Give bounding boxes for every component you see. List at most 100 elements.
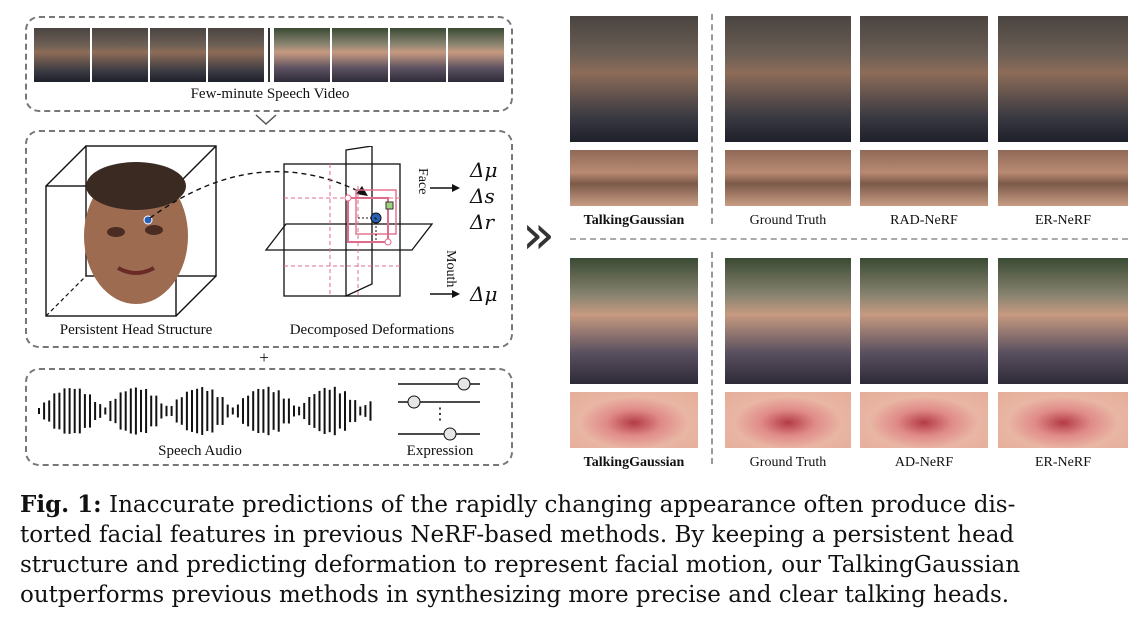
waveform-bar [160, 403, 163, 419]
waveform-bar [150, 395, 153, 427]
top-face-talkinggaussian [570, 16, 698, 142]
waveform-bar [104, 407, 107, 415]
top-label-talkinggaussian: TalkingGaussian [583, 213, 685, 228]
waveform-bar [369, 401, 372, 421]
mouth-label: Mouth [443, 250, 458, 288]
video-label: Few-minute Speech Video [190, 86, 350, 102]
waveform-bar [206, 390, 209, 432]
video-frame-man-4 [208, 28, 264, 82]
chevron-down-icon [255, 114, 277, 126]
waveform-bar [145, 388, 148, 434]
caption-line-4: outperforms previous methods in synthesi… [20, 582, 1010, 608]
waveform-bar [124, 391, 127, 431]
caption-line-1-text: Inaccurate predictions of the rapidly ch… [101, 492, 1016, 518]
plus-sign: + [259, 348, 269, 367]
waveform-bar [282, 398, 285, 424]
waveform-bar [99, 404, 102, 418]
video-frame-man-2 [92, 28, 148, 82]
waveform-bar [344, 391, 346, 431]
waveform-bar [201, 387, 204, 435]
video-frame-woman-1 [274, 28, 330, 82]
waveform-bar [354, 400, 357, 422]
waveform-bar [94, 401, 97, 421]
waveform-bar [175, 399, 178, 423]
caption-prefix: Fig. 1: [20, 491, 102, 518]
top-face-ground-truth [725, 16, 851, 142]
face-label: Face [415, 168, 430, 195]
bottom-face-er-nerf [998, 258, 1128, 384]
video-divider [268, 28, 270, 82]
top-crop-rad-nerf [860, 150, 988, 206]
waveform-bar [303, 402, 306, 420]
bottom-face-ground-truth [725, 258, 851, 384]
bottom-face-ad-nerf [860, 258, 988, 384]
bottom-crop-ground-truth [725, 392, 851, 448]
waveform-bar [364, 405, 367, 417]
waveform-bar [257, 388, 260, 434]
top-crop-ground-truth [725, 150, 851, 206]
deformations-label: Decomposed Deformations [289, 322, 455, 338]
waveform-bar [252, 391, 255, 431]
waveform-bar [298, 406, 301, 416]
waveform-bar [170, 406, 173, 416]
audio-box [25, 368, 513, 466]
waveform-bar [221, 397, 224, 425]
head-structure-diagram [45, 145, 217, 317]
column-divider-bottom [711, 252, 713, 464]
waveform-bar [38, 408, 40, 414]
bottom-label-er-nerf: ER-NeRF [1035, 455, 1091, 470]
bottom-label-talkinggaussian: TalkingGaussian [583, 455, 685, 470]
waveform-bar [333, 386, 336, 436]
caption-line-1: Fig. 1: Inaccurate predictions of the ra… [20, 490, 1130, 520]
top-label-ground-truth: Ground Truth [749, 213, 827, 228]
speech-waveform [38, 386, 372, 436]
row-divider [570, 238, 1128, 240]
bottom-label-ad-nerf: AD-NeRF [894, 455, 954, 470]
video-frame-man-1 [34, 28, 90, 82]
waveform-bar [73, 388, 76, 434]
top-face-rad-nerf [860, 16, 988, 142]
waveform-bar [43, 402, 46, 420]
double-chevron-right-icon: » [522, 203, 556, 266]
waveform-bar [277, 390, 280, 432]
top-crop-talkinggaussian [570, 150, 698, 206]
video-frame-man-3 [150, 28, 206, 82]
waveform-bar [262, 389, 265, 433]
caption-line-3: structure and predicting deformation to … [20, 552, 1021, 578]
mouth-delta-mu: Δμ [470, 282, 498, 306]
waveform-bar [185, 391, 188, 431]
waveform-bar [140, 389, 142, 433]
waveform-bar [180, 397, 183, 425]
waveform-bar [267, 386, 270, 436]
head-structure-label: Persistent Head Structure [59, 322, 213, 338]
waveform-bar [349, 399, 352, 423]
waveform-bar [226, 404, 229, 418]
waveform-bar [293, 405, 295, 417]
waveform-bar [63, 388, 66, 434]
waveform-bar [134, 387, 137, 435]
waveform-bar [338, 393, 341, 429]
bottom-crop-ad-nerf [860, 392, 988, 448]
waveform-bar [191, 390, 193, 432]
top-label-er-nerf: ER-NeRF [1035, 213, 1091, 228]
bottom-face-talkinggaussian [570, 258, 698, 384]
waveform-bar [68, 388, 71, 434]
top-crop-er-nerf [998, 150, 1128, 206]
waveform-bar [236, 404, 239, 418]
waveform-bar [359, 406, 362, 416]
waveform-bar [129, 388, 132, 434]
waveform-bar [78, 388, 81, 434]
mapping-arrow [149, 170, 369, 219]
waveform-bar [48, 400, 51, 422]
deformation-box [25, 130, 513, 348]
waveform-bar [114, 398, 117, 424]
video-frame-woman-2 [332, 28, 388, 82]
figure-caption: Fig. 1: Inaccurate predictions of the ra… [20, 490, 1130, 610]
waveform-bar [53, 393, 56, 429]
bottom-crop-er-nerf [998, 392, 1128, 448]
expression-sliders [398, 377, 480, 441]
waveform-bar [308, 396, 311, 426]
waveform-bar [242, 398, 244, 424]
bottom-label-ground-truth: Ground Truth [749, 455, 827, 470]
face-delta-mu: Δμ [470, 158, 498, 182]
